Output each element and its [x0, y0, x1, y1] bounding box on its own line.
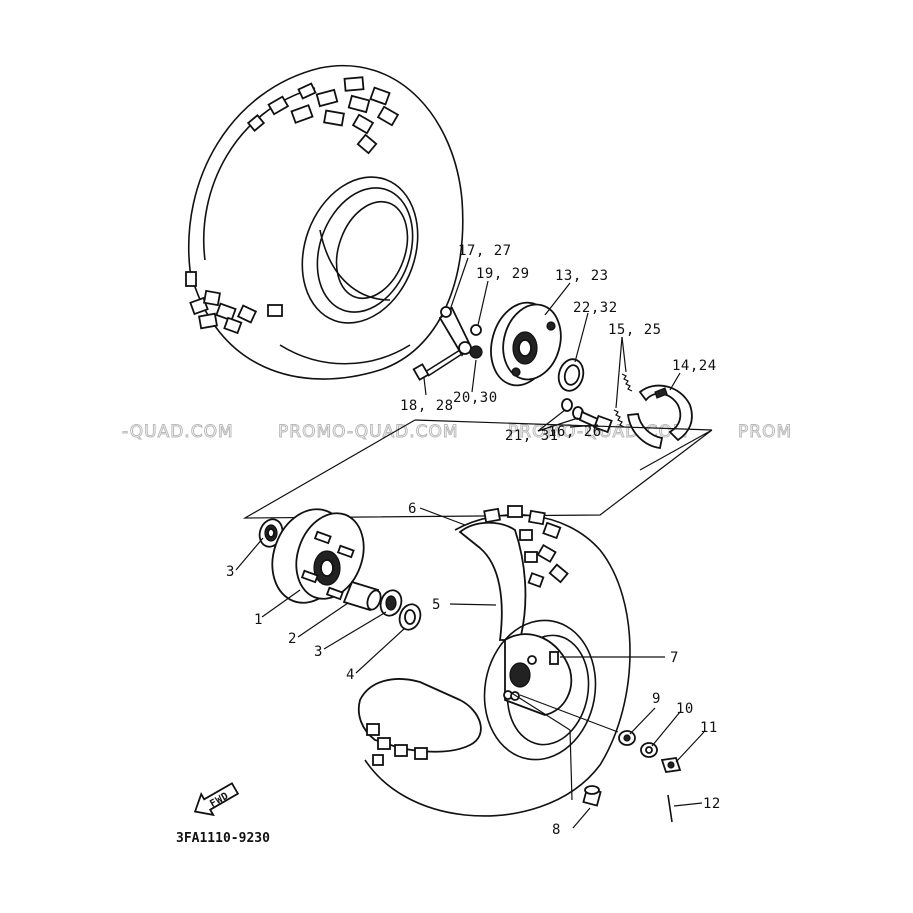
callout-7: 7 [670, 650, 679, 666]
axle-washer-2 [640, 742, 658, 758]
brake-cam-lever [438, 306, 472, 357]
callout-1: 1 [254, 612, 263, 628]
watermark: -QUAD.COM PROMO-QUAD.COM PROMO-QUAD.COM … [122, 422, 792, 443]
callout-21-31: 21, 31 [505, 428, 559, 444]
exploded-group-outline [242, 419, 713, 519]
bottom-wheel [357, 505, 682, 823]
callout-13-23: 13, 23 [555, 268, 609, 284]
cotter-pin [667, 794, 673, 823]
callout-17-27: 17, 27 [458, 243, 512, 259]
callout-18-28: 18, 28 [400, 398, 454, 414]
callout-19-29: 19, 29 [476, 266, 530, 282]
callout-14-24: 14,24 [672, 358, 717, 374]
watermark-left: -QUAD.COM [122, 422, 234, 442]
tire-valve [549, 651, 559, 665]
axle-castle-nut [660, 757, 682, 773]
callout-5: 5 [432, 597, 441, 613]
callout-15-25: 15, 25 [608, 322, 662, 338]
wheel-lug-nut [582, 785, 602, 807]
callout-10: 10 [676, 701, 694, 717]
callout-6: 6 [408, 501, 417, 517]
callout-4: 4 [346, 667, 355, 683]
lever-nut [470, 324, 482, 336]
outline-top-edge [414, 419, 713, 431]
callout-9: 9 [652, 691, 661, 707]
axle-washer [618, 730, 636, 746]
oil-seal [557, 358, 585, 392]
wheel-hub [271, 508, 365, 604]
callout-labels: 17, 27 19, 29 13, 23 22,32 15, 25 14,24 … [226, 243, 721, 838]
top-tire [185, 64, 464, 380]
lever-bolt [412, 349, 463, 381]
o-rings [561, 398, 584, 420]
brake-springs [613, 373, 633, 428]
leader-lines [235, 257, 705, 829]
hub-oil-seal [398, 603, 422, 631]
callout-2: 2 [288, 631, 297, 647]
hub-bearing-upper [258, 518, 284, 548]
hub-assembly [258, 508, 422, 631]
callout-12: 12 [703, 796, 721, 812]
watermark-middle: PROMO-QUAD.COM [278, 422, 459, 442]
callout-22-32: 22,32 [573, 300, 618, 316]
callout-3-upper: 3 [226, 564, 235, 580]
callout-16-26: 16, 26 [548, 424, 602, 440]
hub-bearing-lower [379, 589, 403, 617]
brake-camshaft [578, 410, 613, 434]
watermark-right: PROM [738, 422, 792, 442]
brake-assembly [412, 301, 693, 449]
lever-washer [469, 345, 483, 359]
hub-spacer [342, 580, 382, 612]
callout-20-30: 20,30 [453, 390, 498, 406]
drawing-code: 3FA1110-9230 [176, 831, 270, 846]
callout-11: 11 [700, 720, 718, 736]
forward-arrow-icon: FWD [193, 782, 240, 817]
callout-3-lower: 3 [314, 644, 323, 660]
brake-drum [490, 301, 562, 387]
brake-shoes [626, 384, 693, 449]
callout-8: 8 [552, 822, 561, 838]
